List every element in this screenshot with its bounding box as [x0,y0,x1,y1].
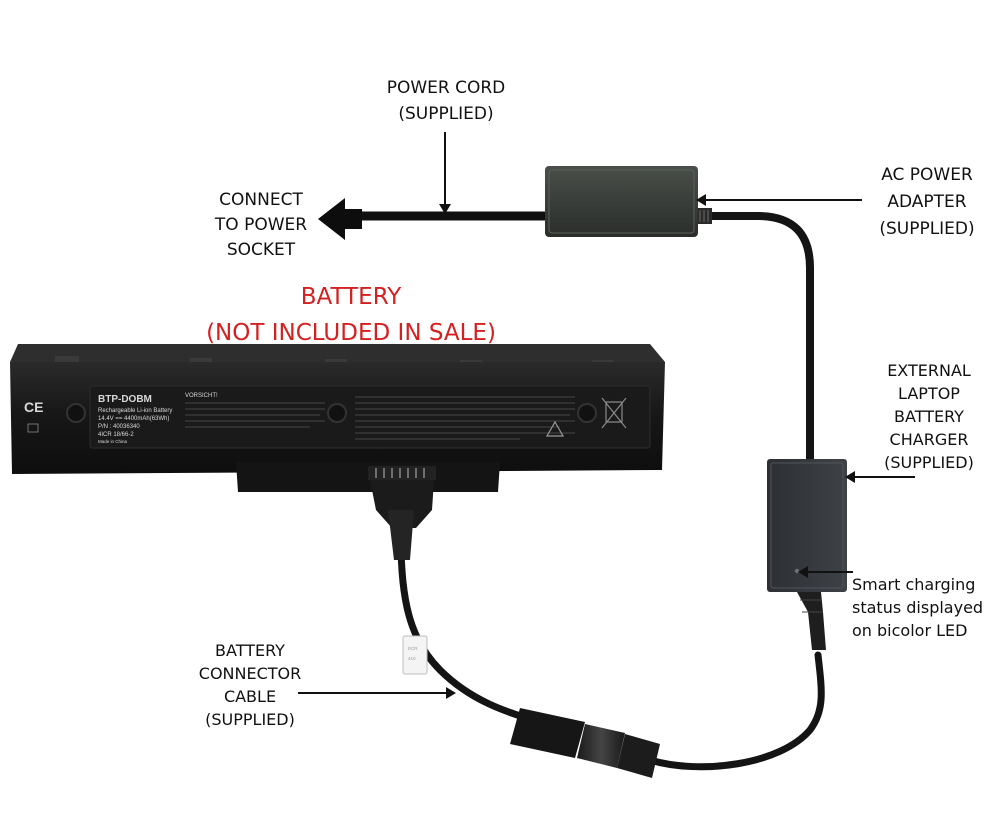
dc-cable [694,212,814,464]
battery-line2: 14.4V == 4400mAh(63Wh) [98,416,169,422]
battery-fine-print [185,396,575,440]
label-battery-note: BATTERY (NOT INCLUDED IN SALE) [206,284,496,346]
label-connect-line3: SOCKET [227,240,296,260]
battery-warning-title: VORSICHT! [185,393,218,399]
label-connect-line2: TO POWER [214,215,307,235]
label-ac-adapter-line3: (SUPPLIED) [879,219,974,239]
cable-tag-line2: 410 [408,656,416,661]
label-power-cord-line2: (SUPPLIED) [398,104,493,124]
label-connector-cable-line3: CABLE [224,687,276,706]
battery-line1: Rechargeable Li-ion Battery [98,408,172,414]
label-smart-charging: Smart charging status displayed on bicol… [852,575,983,640]
recycle-bin-icon [601,397,627,429]
label-connect-line1: CONNECT [219,190,303,210]
certification-icon [27,423,39,433]
battery-connector-plug [368,466,436,560]
battery-line3: P/N : 40036340 [98,424,140,430]
label-battery-note-line2: (NOT INCLUDED IN SALE) [206,320,496,346]
laptop-battery: CE BTP-DOBM Rechargeable Li-ion Battery … [10,344,665,492]
label-smart-charging-line3: on bicolor LED [852,621,967,640]
label-battery-note-line1: BATTERY [301,284,402,310]
label-external-charger: EXTERNAL LAPTOP BATTERY CHARGER (SUPPLIE… [884,361,974,472]
label-ac-adapter-line1: AC POWER [881,165,973,185]
label-external-charger-line2: LAPTOP [898,384,960,403]
ce-mark: CE [24,399,43,415]
ac-power-adapter [545,166,712,237]
label-connect: CONNECT TO POWER SOCKET [214,190,307,260]
external-charger [767,459,847,650]
label-ac-adapter-line2: ADAPTER [887,192,966,212]
dc-barrel-connector [510,708,660,778]
cable-tag: ECR 410 [402,635,428,675]
label-ac-adapter: AC POWER ADAPTER (SUPPLIED) [879,165,974,239]
battery-line4: 4ICR 18/66-2 [98,432,134,438]
label-connector-cable-line1: BATTERY [215,641,285,660]
label-external-charger-line4: CHARGER [890,430,969,449]
label-power-cord-line1: POWER CORD [387,78,506,98]
label-connector-cable-line4: (SUPPLIED) [205,710,295,729]
label-external-charger-line1: EXTERNAL [887,361,971,380]
connector-cable [397,526,825,771]
label-external-charger-line3: BATTERY [894,407,964,426]
pointer-arrows [298,132,915,699]
cable-tag-line1: ECR [408,646,418,651]
label-smart-charging-line1: Smart charging [852,575,975,594]
label-connector-cable: BATTERY CONNECTOR CABLE (SUPPLIED) [199,641,301,729]
battery-model: BTP-DOBM [98,394,152,405]
label-power-cord: POWER CORD (SUPPLIED) [387,78,506,124]
battery-line5: Made in China [98,439,128,444]
connect-arrow [318,198,362,240]
label-smart-charging-line2: status displayed [852,598,983,617]
warning-triangle-icon [545,420,565,437]
bicolor-led [794,568,800,574]
label-external-charger-line5: (SUPPLIED) [884,453,974,472]
label-connector-cable-line2: CONNECTOR [199,664,301,683]
